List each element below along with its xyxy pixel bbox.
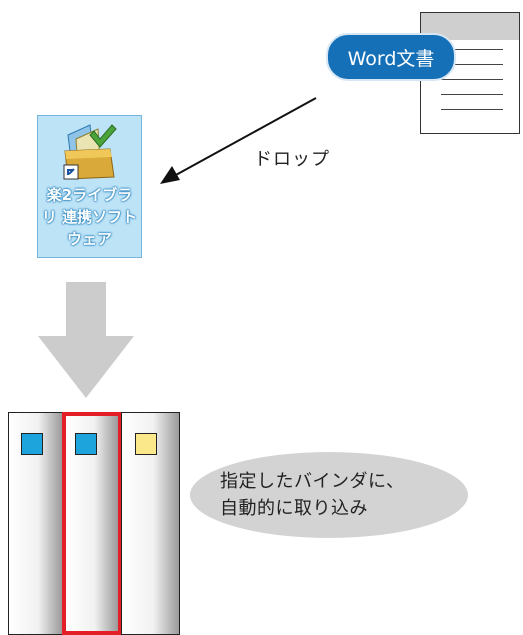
app-icon-label-line: 楽2ライブラ — [46, 186, 133, 204]
binder-spine-label — [21, 433, 43, 455]
callout-ellipse — [190, 452, 468, 538]
app-icon-label-line: ウェア — [66, 230, 112, 248]
document-text-line — [441, 79, 503, 80]
drop-label: ドロップ — [254, 149, 330, 170]
binder-spine-label — [135, 433, 157, 455]
callout-text: 指定したバインダに、 自動的に取り込み — [220, 468, 460, 522]
app-shortcut-icon[interactable]: 楽2ライブラ リ 連携ソフト ウェア — [37, 115, 142, 258]
document-text-line — [441, 64, 503, 65]
binder-group — [8, 412, 180, 635]
document-text-line — [441, 109, 503, 110]
binder-spine-label — [75, 433, 97, 455]
binder[interactable] — [121, 412, 180, 635]
down-arrow — [38, 282, 134, 398]
selected-binder[interactable] — [62, 412, 122, 635]
document-text-line — [441, 49, 503, 50]
app-icon-label-line: リ 連携ソフト — [41, 208, 138, 226]
callout-line: 自動的に取り込み — [220, 498, 368, 519]
callout-line: 指定したバインダに、 — [220, 471, 405, 492]
binder[interactable] — [8, 412, 63, 635]
document-text-line — [441, 94, 503, 95]
app-icon-label: 楽2ライブラ リ 連携ソフト ウェア — [40, 184, 139, 250]
word-document-badge: Word文書 — [326, 33, 456, 81]
folder-check-icon — [63, 124, 117, 180]
drop-arrow — [160, 97, 317, 184]
